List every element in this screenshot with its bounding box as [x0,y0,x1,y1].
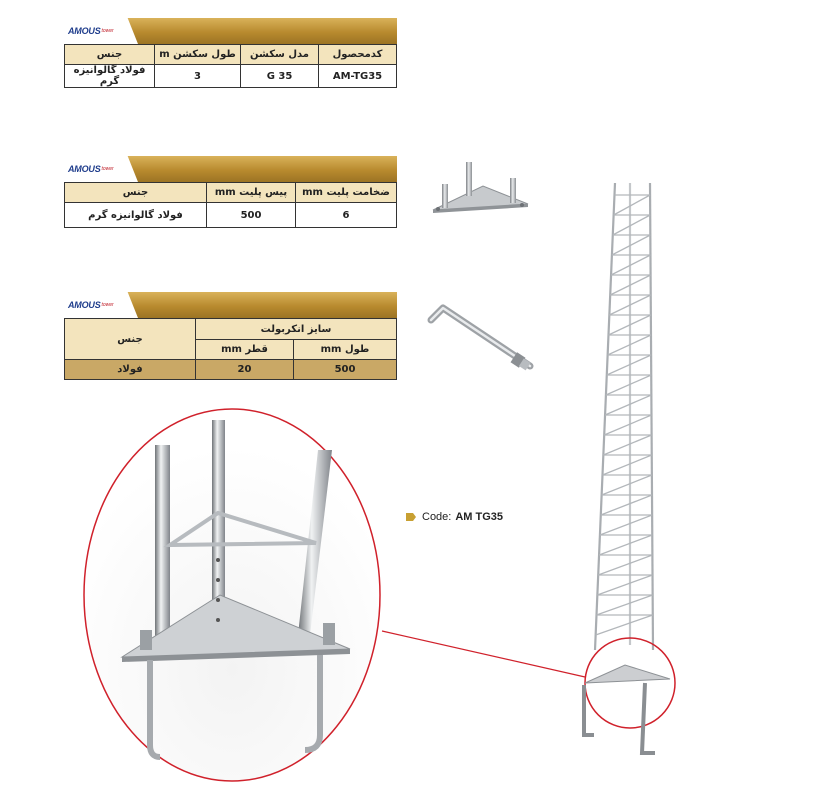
header-anchor-bolt-size: سایز انکربولت [195,318,397,340]
base-detail-image [83,408,381,782]
tower-diagonal [609,294,652,316]
tower-diagonal [596,594,653,616]
tower-diagonal [605,374,652,396]
tower-diagonal [609,274,651,296]
header-product-code: کدمحصول [318,44,397,65]
logo-text: AMOUS [68,26,101,36]
brand-logo: AMOUS tower [64,292,138,318]
table-row: 500 20 فولاد [64,359,397,380]
tower-diagonal [595,614,653,636]
tower-diagonal [610,254,651,276]
tower-diagonal [604,394,652,416]
logo-text: AMOUS [68,164,101,174]
cell-length: 500 [293,359,397,380]
cell-diameter: 20 [195,359,294,380]
cell-plate-size: 500 [206,202,296,228]
base-plate-table-section: AMOUS tower ضخامت پلیت mm پیس پلیت mm جن… [64,156,397,228]
cell-material: فولاد گالوانیزه گرم [64,202,207,228]
logo-text: AMOUS [68,300,101,310]
table-header-row: کدمحصول مدل سکشن طول سکشن m جنس [64,44,397,65]
header-section-length: طول سکشن m [154,44,241,65]
gold-header-band: AMOUS tower [64,18,397,44]
cell-section-length: 3 [154,64,241,88]
code-label-text: Code: [422,511,452,523]
code-value: AM TG35 [455,511,504,523]
logo-sub: tower [101,28,114,34]
header-length: طول mm [293,339,397,360]
table-header-row: ضخامت پلیت mm پیس پلیت mm جنس [64,182,397,203]
tower-diagonal [597,554,653,576]
cell-material: فولاد [64,359,196,380]
table-row: AM-TG35 G 35 3 فولاد گالوانیزه گرم [64,64,397,88]
tower-image [582,182,676,755]
tower-diagonal [603,414,652,436]
base-plate-image [432,162,529,213]
table-group-header-row: سایز انکربولت جنس [64,318,397,360]
cell-product-code: AM-TG35 [318,64,397,88]
anchor-bolt-image [427,304,534,371]
tower-diagonal [597,574,653,596]
anchor-bolt-table-section: AMOUS tower سایز انکربولت جنس طول mm قطر… [64,292,397,380]
logo-sub: tower [101,302,114,308]
logo-sub: tower [101,166,114,172]
header-material: جنس [64,182,207,203]
header-material: جنس [64,318,196,360]
tower-diagonal [612,214,651,236]
header-plate-size: پیس پلیت mm [206,182,296,203]
callout-line [381,630,586,678]
spec-table-section: AMOUS tower کدمحصول مدل سکشن طول سکشن m … [64,18,397,88]
tower-diagonal [598,534,653,556]
tower-diagonal [613,194,651,216]
anchor-bolt-table: سایز انکربولت جنس طول mm قطر mm 500 20 ف… [64,318,397,380]
gold-header-band: AMOUS tower [64,292,397,318]
cell-section-model: G 35 [240,64,319,88]
header-plate-thickness: ضخامت پلیت mm [295,182,397,203]
tower-diagonal [599,514,653,536]
tower-diagonal [606,354,652,376]
tower-diagonal [601,474,653,496]
tower-diagonal [608,314,652,336]
header-diameter: قطر mm [195,339,294,360]
table-row: 6 500 فولاد گالوانیزه گرم [64,202,397,228]
arrow-marker-icon [406,513,416,521]
tower-diagonal [603,434,652,456]
gold-header-band: AMOUS tower [64,156,397,182]
tower-diagonal [600,494,653,516]
base-plate-table: ضخامت پلیت mm پیس پلیت mm جنس 6 500 فولا… [64,182,397,228]
tower-diagonal [611,234,651,256]
tower-diagonal [607,334,652,356]
brand-logo: AMOUS tower [64,18,138,44]
header-section-model: مدل سکشن [240,44,319,65]
tower-diagonal [602,454,652,476]
product-code-label: Code: AM TG35 [406,511,503,523]
brand-logo: AMOUS tower [64,156,138,182]
cell-material: فولاد گالوانیزه گرم [64,64,155,88]
table-header-row: طول mm قطر mm [65,339,397,360]
header-material: جنس [64,44,155,65]
product-spec-table: کدمحصول مدل سکشن طول سکشن m جنس AM-TG35 … [64,44,397,88]
cell-plate-thickness: 6 [295,202,397,228]
